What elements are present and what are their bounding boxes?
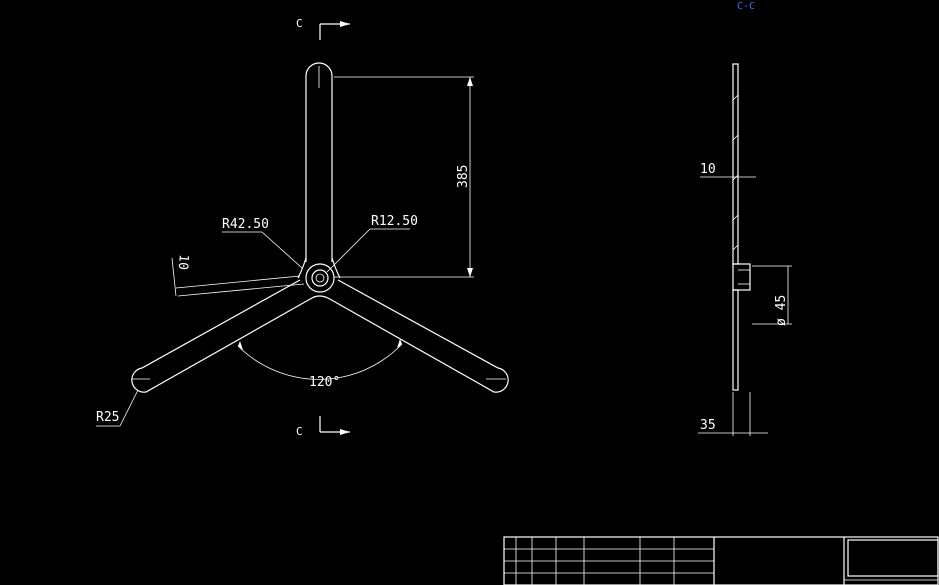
- title-block: [503, 536, 939, 585]
- section-view-title: C-C: [737, 1, 755, 12]
- section-plate-hatch-2: [732, 134, 739, 141]
- height-label: 385: [456, 165, 471, 188]
- thickness-dim-line: [171, 257, 177, 297]
- height-arrow-top: [467, 77, 473, 86]
- left-arm-outline: [131, 279, 313, 393]
- hub-length-label: 35: [700, 418, 716, 433]
- angle-arrow-right: [397, 339, 402, 348]
- title-block-name-box: [847, 539, 939, 577]
- section-hub: [732, 263, 751, 291]
- section-plate-hatch-3: [732, 174, 739, 181]
- fillet-inner-label: R12.50: [371, 214, 418, 229]
- front-view: 120° 385 R42.50 R12.50 10 R25 C C: [96, 17, 509, 438]
- hub-bore-circle: [315, 273, 325, 283]
- section-mark-top: C: [296, 17, 303, 30]
- angle-arc: [237, 343, 403, 380]
- fillet-bottom: [311, 295, 329, 299]
- thickness-ext-2: [177, 283, 305, 297]
- angle-label: 120°: [309, 375, 340, 390]
- angle-arrow-left: [238, 341, 243, 350]
- section-plate-hatch-4: [732, 214, 739, 221]
- side-thickness-label: 10: [700, 162, 716, 177]
- section-plate-hatch-5: [732, 244, 739, 251]
- fillet-right: [331, 257, 341, 279]
- vertical-arm-outline: [305, 62, 333, 262]
- thickness-label: 10: [175, 254, 191, 271]
- section-arrow-top: [340, 21, 350, 27]
- hub-diameter-label: ø 45: [774, 295, 789, 326]
- arm-end-radius-leader: [119, 389, 139, 427]
- section-mark-bottom: C: [296, 425, 303, 438]
- section-shaft: [732, 289, 739, 391]
- hub-inner-circle: [311, 269, 329, 287]
- section-view: C-C 10 ø 45 35: [698, 1, 792, 436]
- section-arrow-bottom: [340, 429, 350, 435]
- fillet-inner-leader: [326, 228, 371, 273]
- height-arrow-bottom: [467, 268, 473, 277]
- section-plate-hatch-1: [732, 94, 739, 101]
- right-arm-outline: [327, 279, 509, 393]
- arm-end-radius-label: R25: [96, 410, 119, 425]
- section-plate: [732, 63, 739, 265]
- hub-outer-circle: [305, 263, 335, 293]
- fillet-outer-label: R42.50: [222, 217, 269, 232]
- fillet-outer-leader: [261, 231, 303, 269]
- thickness-ext-1: [175, 275, 301, 289]
